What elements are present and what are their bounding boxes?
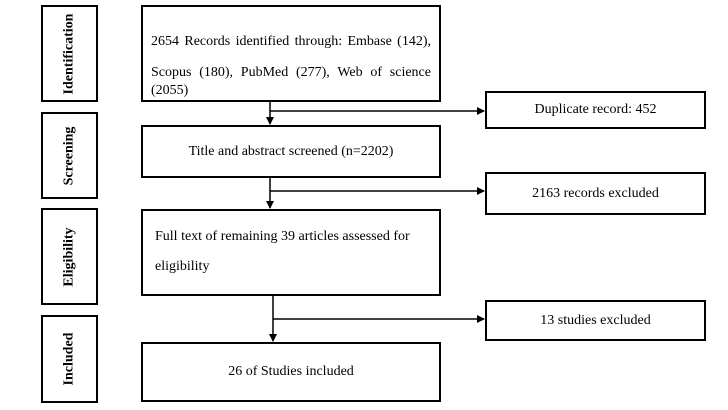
stage-screening: Screening [41, 112, 98, 199]
studies-excluded-box: 13 studies excluded [485, 300, 706, 341]
stage-identification: Identification [41, 5, 98, 102]
stage-screening-label: Screening [61, 126, 77, 185]
included-text: 26 of Studies included [228, 364, 354, 379]
duplicates-box: Duplicate record: 452 [485, 91, 706, 129]
records-identified-line1: 2654 Records identified through: Embase … [151, 34, 431, 49]
records-excluded-text: 2163 records excluded [532, 185, 659, 201]
stage-included: Included [41, 315, 98, 403]
eligibility-line1: Full text of remaining 39 articles asses… [155, 229, 410, 244]
records-identified-box: 2654 Records identified through: Embase … [141, 5, 441, 102]
stage-eligibility: Eligibility [41, 208, 98, 305]
records-identified-line2: Scopus (180), PubMed (277), Web of scien… [151, 65, 431, 98]
screened-box: Title and abstract screened (n=2202) [141, 125, 441, 178]
records-excluded-box: 2163 records excluded [485, 172, 706, 215]
stage-included-label: Included [61, 332, 77, 386]
duplicates-text: Duplicate record: 452 [534, 102, 657, 117]
eligibility-box: Full text of remaining 39 articles asses… [141, 209, 441, 296]
included-box: 26 of Studies included [141, 342, 441, 402]
screened-text: Title and abstract screened (n=2202) [188, 143, 394, 159]
studies-excluded-text: 13 studies excluded [540, 312, 651, 328]
eligibility-line2: eligibility [155, 259, 210, 274]
stage-identification-label: Identification [61, 13, 77, 94]
stage-eligibility-label: Eligibility [61, 226, 77, 287]
